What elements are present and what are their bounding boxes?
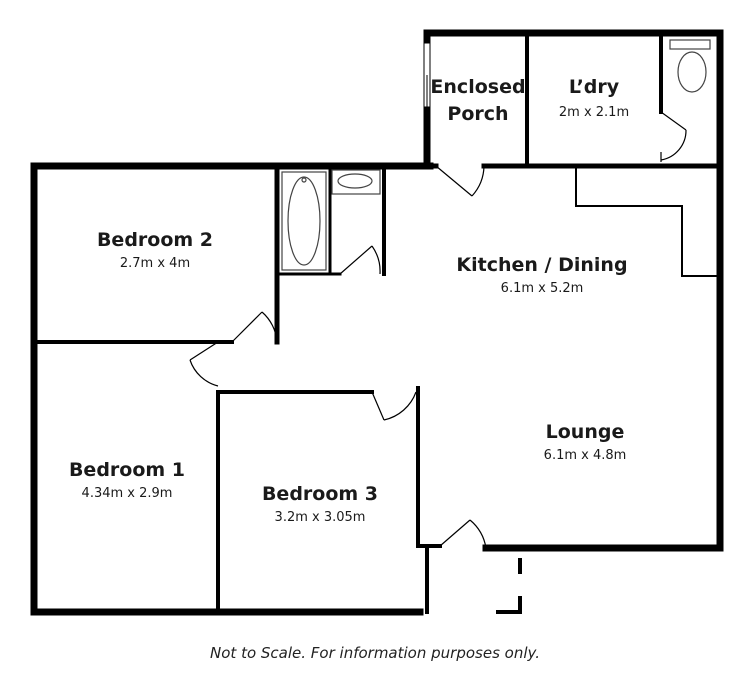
bathroom-door xyxy=(339,245,381,275)
doors xyxy=(189,111,687,549)
enclosed-porch-label: Enclosed xyxy=(430,76,525,98)
bedroom1-label: Bedroom 1 xyxy=(69,459,185,481)
bedroom1-dims: 4.34m x 2.9m xyxy=(82,486,173,501)
bedroom3-label: Bedroom 3 xyxy=(262,483,378,505)
bedroom2-door xyxy=(231,311,278,343)
fixtures xyxy=(281,39,711,271)
porch-door xyxy=(435,165,485,197)
kitchen-dining-dims: 6.1m x 5.2m xyxy=(501,281,584,296)
kitchen-dining-label: Kitchen / Dining xyxy=(456,254,627,276)
laundry-door xyxy=(660,111,687,162)
bath-icon xyxy=(281,171,327,271)
enclosed-porch-label-2: Porch xyxy=(447,103,508,125)
porch-window xyxy=(423,40,431,110)
basin-icon xyxy=(331,169,381,195)
bedroom3-door xyxy=(371,391,417,421)
room-labels: Enclosed Porch L’dry 2m x 2.1m Bedroom 2… xyxy=(69,76,629,525)
toilet-icon xyxy=(669,39,711,93)
bedroom2-label: Bedroom 2 xyxy=(97,229,213,251)
laundry-label: L’dry xyxy=(569,76,620,98)
disclaimer-text: Not to Scale. For information purposes o… xyxy=(210,644,540,662)
bedroom2-dims: 2.7m x 4m xyxy=(120,256,190,271)
laundry-dims: 2m x 2.1m xyxy=(559,105,629,120)
exterior-walls xyxy=(30,29,724,616)
lounge-dims: 6.1m x 4.8m xyxy=(544,448,627,463)
entry-door xyxy=(439,519,487,549)
lounge-label: Lounge xyxy=(546,421,625,443)
interior-walls xyxy=(32,35,723,614)
bedroom3-dims: 3.2m x 3.05m xyxy=(275,510,366,525)
bedroom1-door xyxy=(189,341,219,387)
